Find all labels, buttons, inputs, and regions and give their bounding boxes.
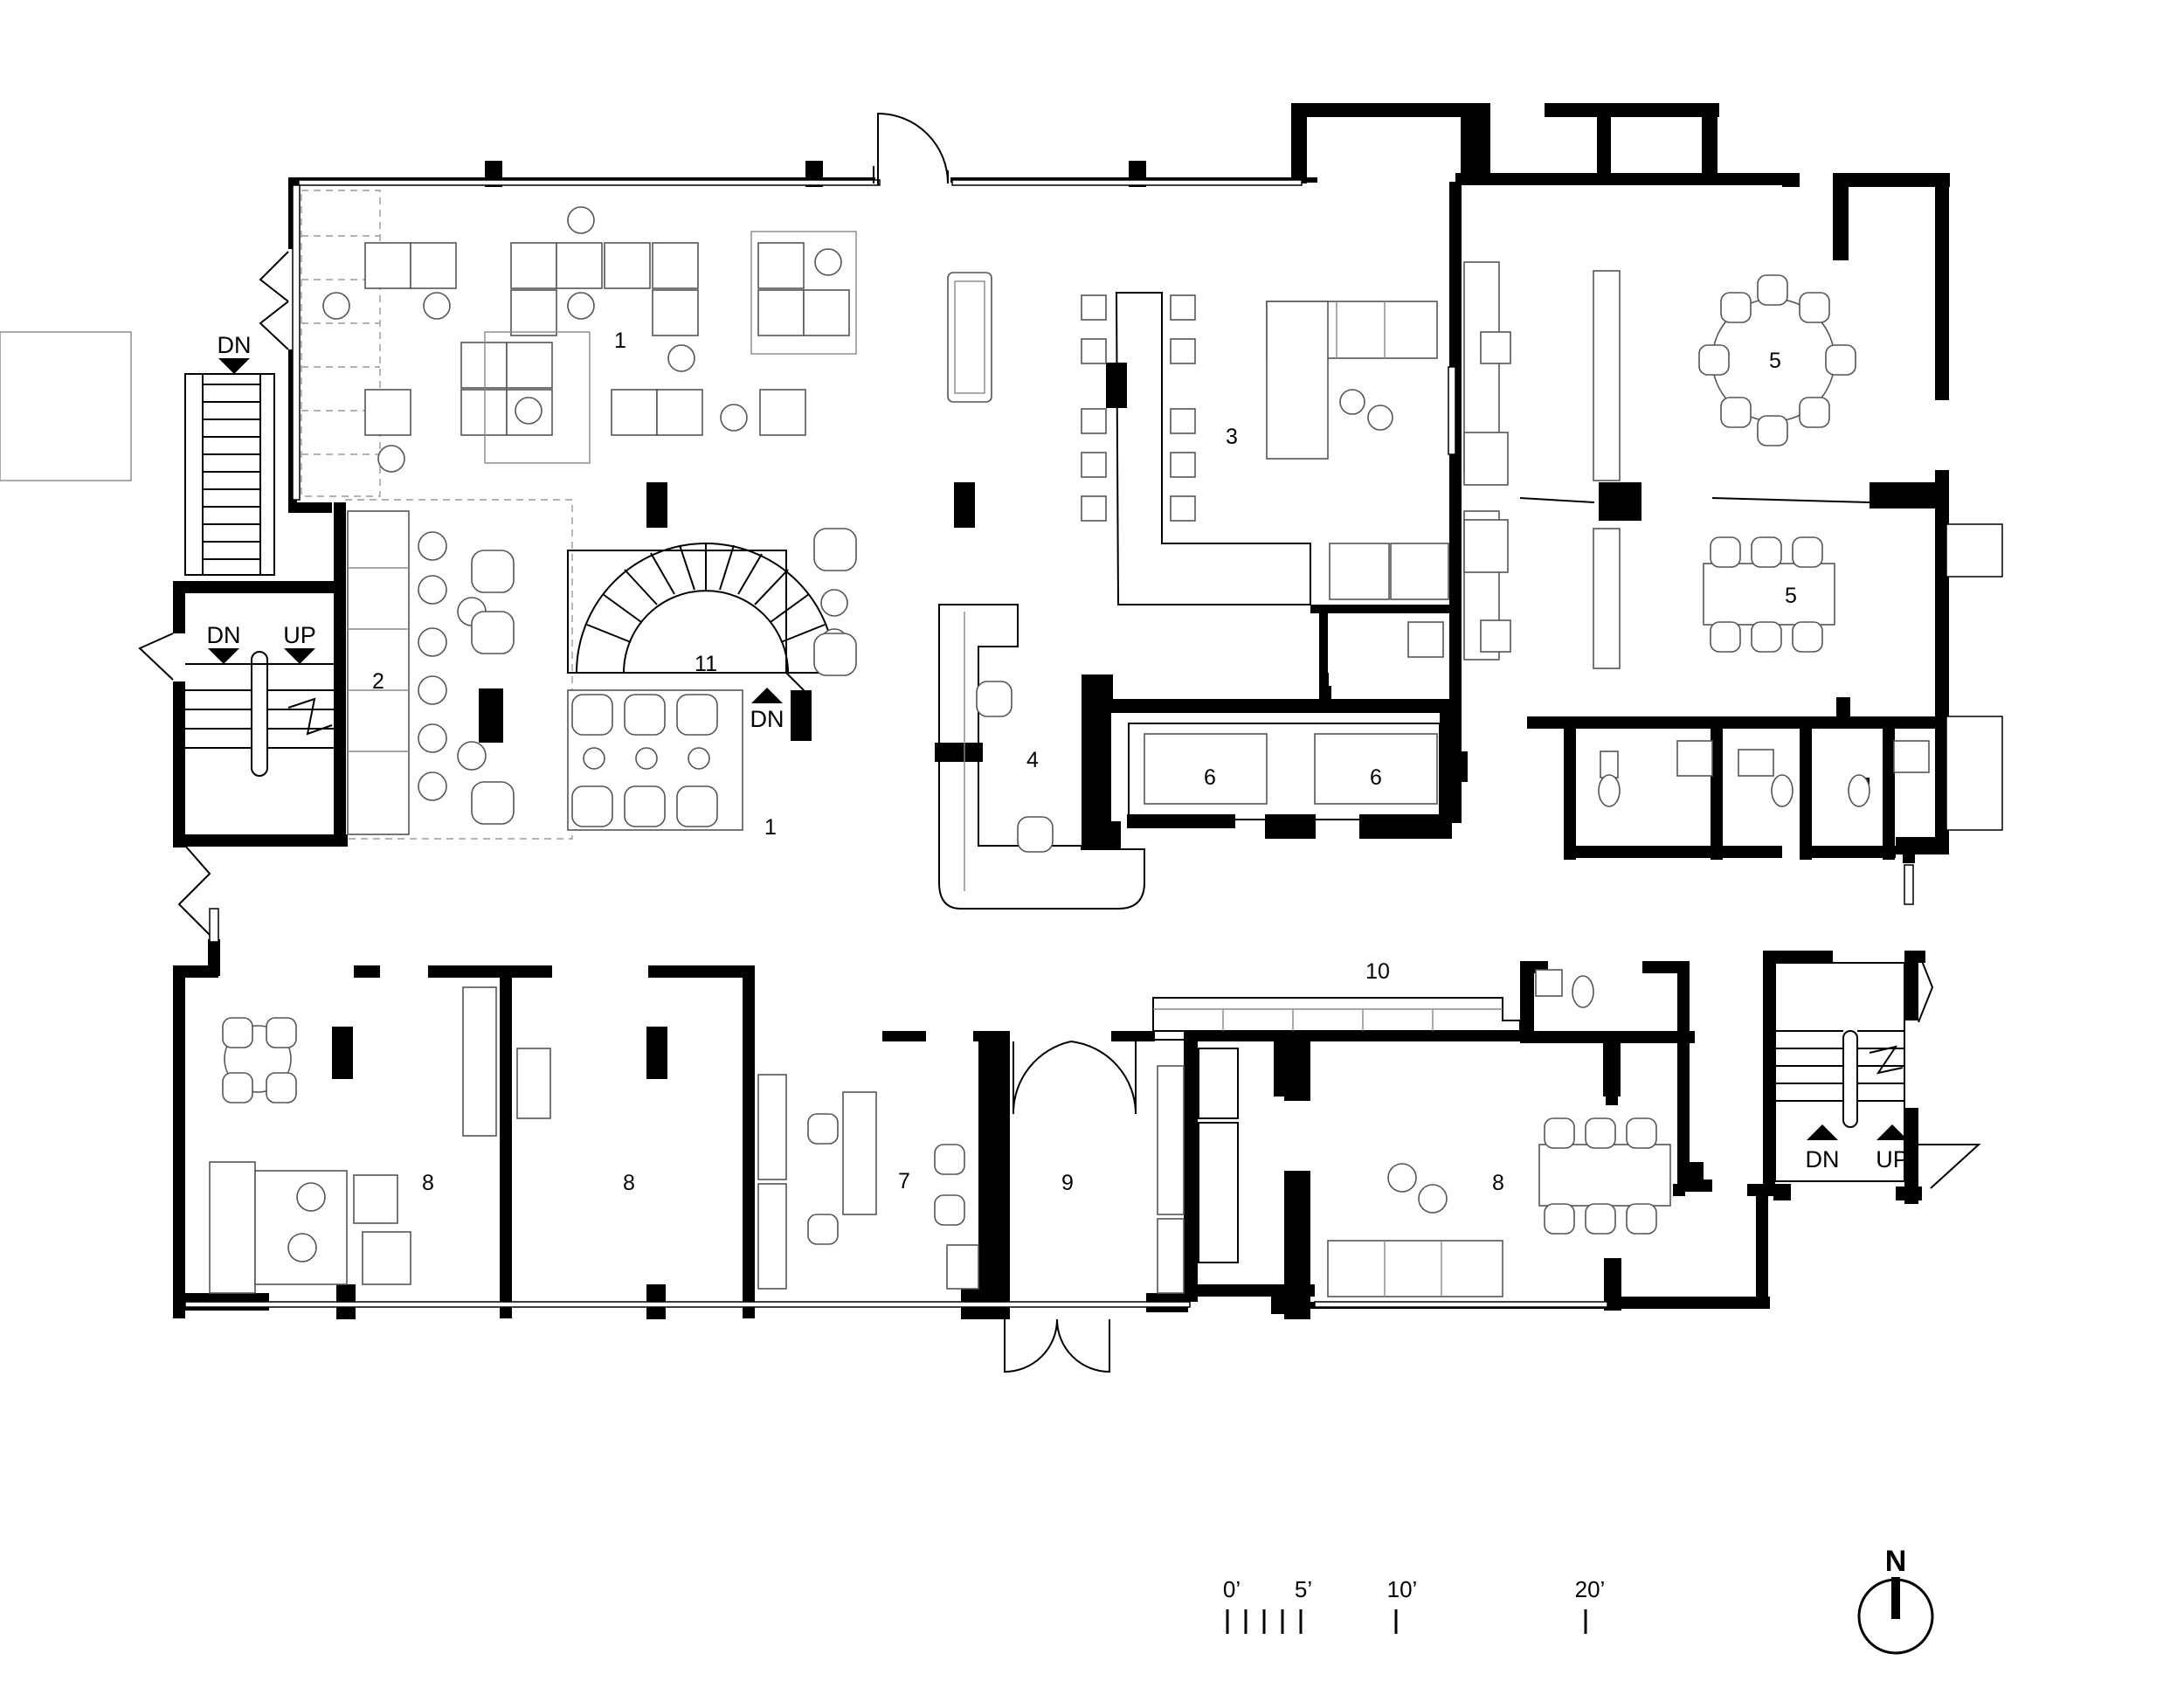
arrow-spiral-dn bbox=[751, 688, 783, 703]
scale-label-10: 10’ bbox=[1387, 1576, 1418, 1602]
stair-label-west-up: UP bbox=[283, 622, 316, 648]
room-label-4: 4 bbox=[1026, 748, 1039, 772]
room-label-9: 9 bbox=[1061, 1171, 1074, 1195]
stair-labels: DN DN UP DN DN UP bbox=[207, 332, 1909, 1173]
stair-label-east-up: UP bbox=[1876, 1146, 1909, 1173]
arrow-east-dn bbox=[1807, 1124, 1838, 1140]
stair-label-spiral-dn: DN bbox=[750, 706, 784, 732]
compass-needle bbox=[1891, 1577, 1900, 1619]
arrow-nw-dn bbox=[218, 358, 250, 374]
furniture bbox=[222, 206, 1981, 1263]
arrow-east-up bbox=[1876, 1124, 1908, 1140]
scale-label-20: 20’ bbox=[1575, 1576, 1606, 1602]
room-label-5-north: 5 bbox=[1769, 349, 1781, 373]
scale-label-0: 0’ bbox=[1223, 1576, 1241, 1602]
room-label-1-south: 1 bbox=[764, 815, 777, 840]
scale-bar: 0’ 5’ 10’ 20’ bbox=[1223, 1576, 1605, 1634]
room-label-11: 11 bbox=[695, 652, 717, 676]
stair-label-nw-dn: DN bbox=[218, 332, 252, 358]
north-label: N bbox=[1885, 1545, 1907, 1578]
scale-label-5: 5’ bbox=[1295, 1576, 1312, 1602]
arrow-west-up bbox=[284, 648, 315, 664]
walls bbox=[173, 103, 1950, 1319]
room-label-5-south: 5 bbox=[1785, 584, 1797, 608]
room-label-7: 7 bbox=[898, 1169, 910, 1193]
stair-label-east-dn: DN bbox=[1806, 1146, 1840, 1173]
room-label-2: 2 bbox=[372, 669, 384, 694]
stair-arrows bbox=[208, 358, 1908, 1140]
north-arrow: N bbox=[1857, 1545, 1934, 1655]
room-label-8-middle: 8 bbox=[623, 1171, 635, 1195]
stair-label-west-dn: DN bbox=[207, 622, 241, 648]
room-label-6-east: 6 bbox=[1370, 765, 1382, 790]
room-label-8-east: 8 bbox=[1492, 1171, 1504, 1195]
room-label-1-north: 1 bbox=[614, 329, 626, 353]
room-label-3: 3 bbox=[1226, 425, 1238, 449]
room-label-10: 10 bbox=[1365, 959, 1390, 984]
room-label-8-west: 8 bbox=[422, 1171, 434, 1195]
arrow-west-dn bbox=[208, 648, 239, 664]
room-labels: 1 1 2 3 4 5 5 6 6 7 8 8 8 9 10 11 bbox=[372, 329, 1797, 1195]
room-label-6-west: 6 bbox=[1204, 765, 1216, 790]
